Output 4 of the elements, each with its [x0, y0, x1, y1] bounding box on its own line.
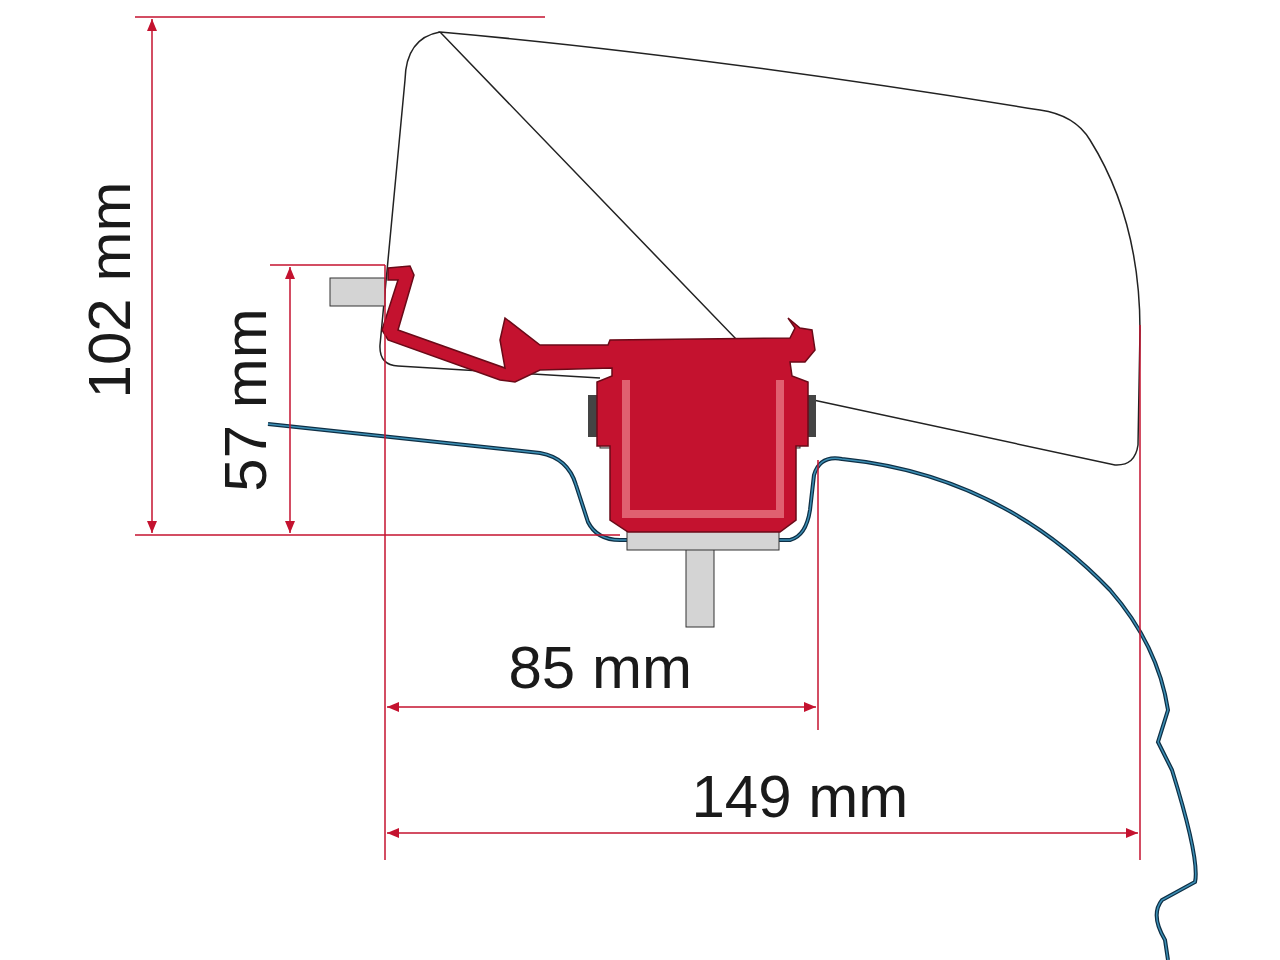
dimension-label: 149 mm: [691, 767, 909, 827]
dimension-label: 102 mm: [79, 181, 140, 399]
dimension-label: 57 mm: [215, 308, 276, 492]
dimension-label: 85 mm: [508, 638, 692, 698]
